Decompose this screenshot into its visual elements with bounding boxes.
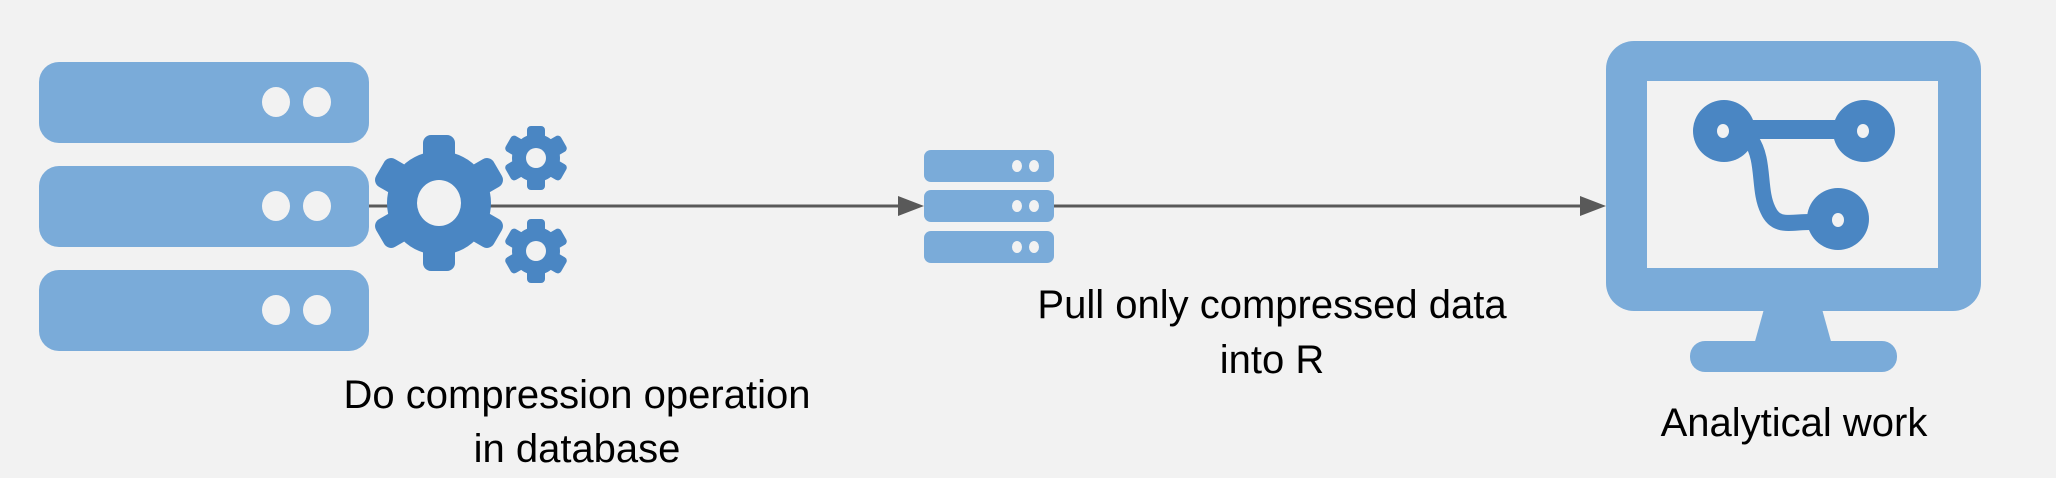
database-server-icon xyxy=(39,62,369,351)
step1-label-line1: Do compression operation xyxy=(344,373,811,417)
step3-label: Analytical work xyxy=(1661,401,1929,445)
step2-label-line2: into R xyxy=(1220,338,1325,382)
small-server-icon xyxy=(924,150,1054,263)
gears-icon xyxy=(375,126,567,283)
monitor-icon xyxy=(1606,41,1981,372)
step1-label-line2: in database xyxy=(474,427,681,471)
step2-label-line1: Pull only compressed data xyxy=(1037,283,1507,327)
arrow-to-monitor xyxy=(1054,196,1606,216)
git-branch-icon xyxy=(1693,100,1895,250)
